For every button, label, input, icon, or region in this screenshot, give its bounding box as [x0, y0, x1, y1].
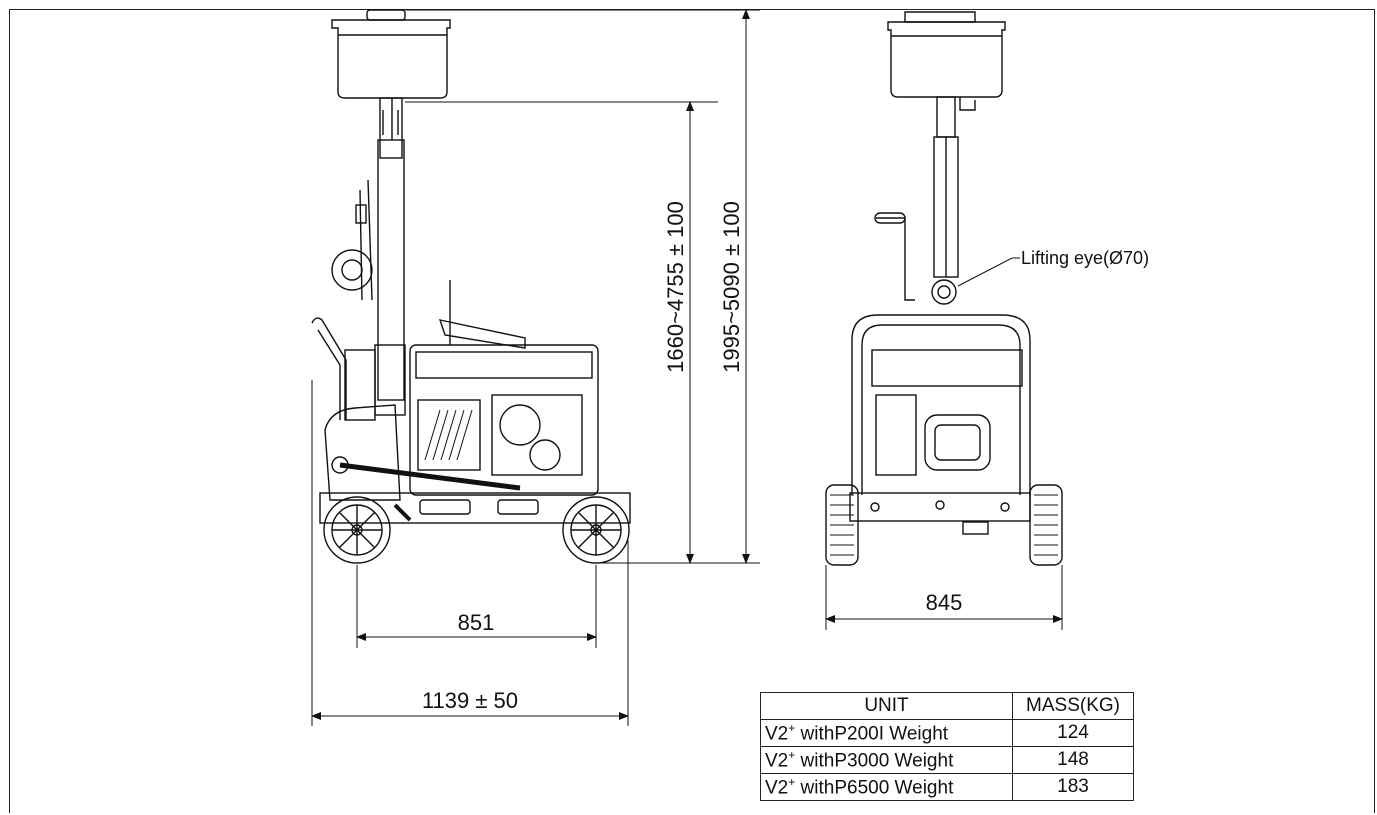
mass-table: UNIT MASS(KG) V2+ withP200I Weight 124 V…	[760, 692, 1134, 801]
unit-column-header: UNIT	[760, 692, 1013, 720]
table-row: V2+ withP200I Weight 124	[760, 719, 1134, 747]
lifting-eye-leader	[957, 257, 1020, 287]
front-view	[825, 11, 1063, 566]
unit-cell: V2+ withP3000 Weight	[760, 746, 1013, 774]
side-lamp-head	[331, 9, 451, 99]
mass-cell: 124	[1012, 719, 1134, 747]
unit-cell: V2+ withP6500 Weight	[760, 773, 1013, 801]
mass-cell: 148	[1012, 746, 1134, 774]
front-frame	[849, 314, 1031, 535]
side-wheel-rear	[562, 496, 630, 564]
side-mast	[377, 97, 405, 401]
side-view	[311, 9, 631, 564]
mass-column-header: MASS(KG)	[1012, 692, 1134, 720]
overall-height-label: 1995~5090 ± 100	[719, 201, 744, 373]
side-wheel-front	[323, 496, 391, 564]
lifting-eye-callout: Lifting eye(Ø70)	[1021, 248, 1149, 268]
front-mast	[874, 96, 959, 305]
front-wheels	[825, 484, 1063, 566]
side-winch	[331, 179, 373, 301]
table-row: V2+ withP3000 Weight 148	[760, 746, 1134, 774]
front-lamp-head	[887, 11, 1006, 111]
overall-length-label: 1139 ± 50	[422, 688, 518, 713]
dimension-lines	[311, 9, 1063, 726]
wheelbase-label: 851	[458, 610, 495, 635]
table-row: V2+ withP6500 Weight 183	[760, 773, 1134, 801]
table-header-row: UNIT MASS(KG)	[760, 692, 1134, 720]
mass-cell: 183	[1012, 773, 1134, 801]
width-label: 845	[926, 590, 963, 615]
mast-height-label: 1660~4755 ± 100	[663, 201, 688, 373]
side-frame	[311, 280, 631, 524]
unit-cell: V2+ withP200I Weight	[760, 719, 1013, 747]
